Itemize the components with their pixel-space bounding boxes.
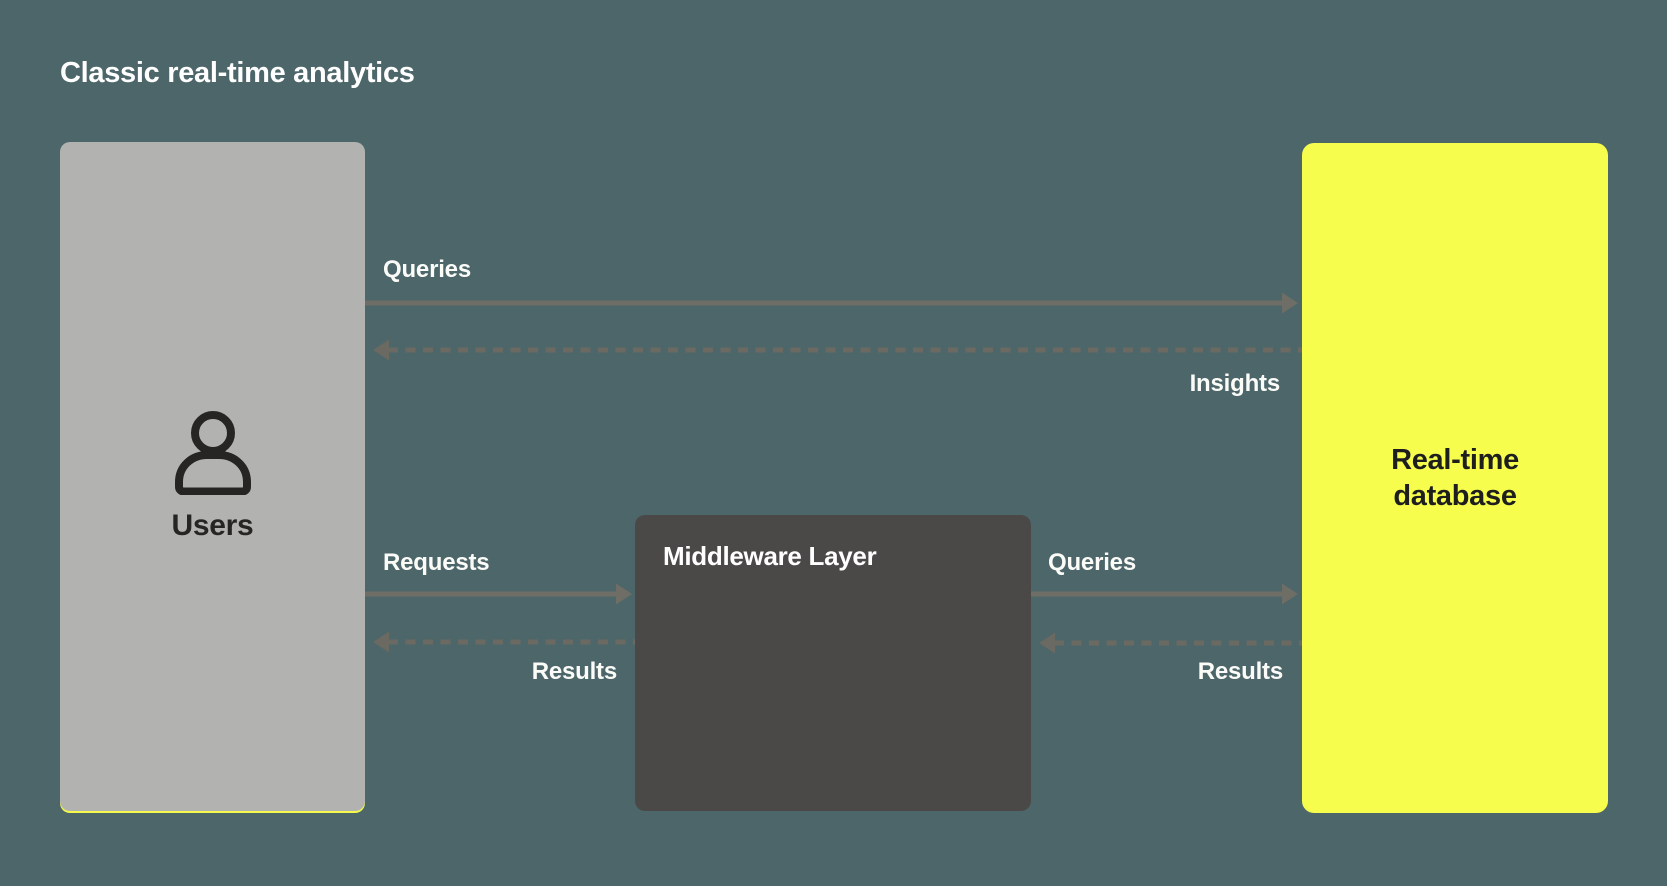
diagram-title: Classic real-time analytics <box>60 57 415 89</box>
arrowhead-left-icon <box>1039 632 1055 654</box>
arrowhead-right-icon <box>1282 292 1298 314</box>
edge-users-to-database <box>365 292 1298 314</box>
edge-label-queries-mid: Queries <box>1048 549 1136 576</box>
edge-database-to-users <box>373 339 1302 361</box>
edge-label-requests: Requests <box>383 549 490 576</box>
arrowhead-left-icon <box>373 631 389 653</box>
edge-label-results-right: Results <box>1197 658 1283 685</box>
edge-database-to-middleware <box>1039 632 1302 654</box>
node-middleware: Middleware Layer <box>635 515 1031 811</box>
arrowhead-left-icon <box>373 339 389 361</box>
node-users: Users <box>60 142 365 811</box>
edge-middleware-to-users <box>373 631 635 653</box>
node-database: Real-time database <box>1302 143 1608 813</box>
edge-label-results-left: Results <box>531 658 617 685</box>
database-label-line2: database <box>1393 480 1517 512</box>
person-icon <box>174 410 251 495</box>
edge-label-queries-top: Queries <box>383 256 471 283</box>
arrowhead-right-icon <box>616 583 632 605</box>
edge-label-insights: Insights <box>1189 370 1281 397</box>
database-label-line1: Real-time <box>1391 443 1519 476</box>
edge-users-to-middleware <box>365 583 632 605</box>
edge-middleware-to-database <box>1031 583 1298 605</box>
arrowhead-right-icon <box>1282 583 1298 605</box>
users-label: Users <box>171 508 254 542</box>
middleware-label: Middleware Layer <box>663 541 877 571</box>
database-label: Real-time database <box>1391 442 1519 515</box>
